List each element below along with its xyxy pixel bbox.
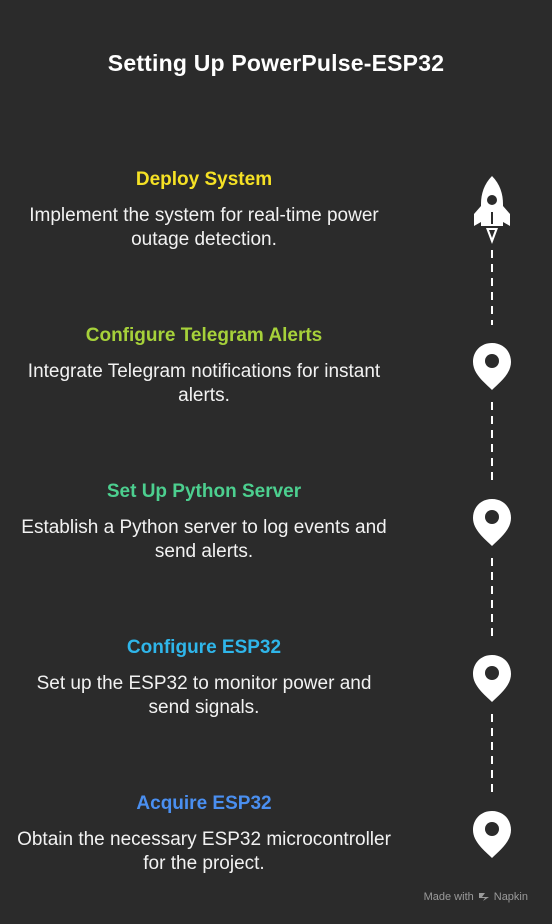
step-title: Deploy System — [135, 169, 273, 190]
diagram-title: Setting Up PowerPulse-ESP32 — [107, 50, 445, 76]
step-configure-telegram-alerts: Configure Telegram Alerts Integrate Tele… — [14, 324, 394, 408]
napkin-logo-icon — [478, 893, 489, 901]
map-pin-icon — [473, 811, 511, 858]
step-title: Configure ESP32 — [126, 637, 282, 658]
map-pin-icon — [473, 655, 511, 702]
step-deploy-system: Deploy System Implement the system for r… — [14, 168, 394, 252]
map-pin-icon — [473, 343, 511, 390]
step-description: Set up the ESP32 to monitor power and se… — [36, 673, 372, 718]
step-description: Implement the system for real-time power… — [29, 205, 379, 250]
brand-label: Napkin — [493, 891, 528, 903]
step-acquire-esp32: Acquire ESP32 Obtain the necessary ESP32… — [14, 792, 394, 876]
step-set-up-python-server: Set Up Python Server Establish a Python … — [14, 480, 394, 564]
napkin-credit: Made with Napkin — [424, 891, 528, 903]
step-title: Set Up Python Server — [106, 481, 302, 502]
made-with-label: Made with — [423, 891, 474, 903]
step-configure-esp32: Configure ESP32 Set up the ESP32 to moni… — [14, 636, 394, 720]
step-title: Acquire ESP32 — [136, 793, 272, 814]
step-description: Establish a Python server to log events … — [21, 517, 387, 562]
map-pin-icon — [473, 499, 511, 546]
rocket-icon — [474, 176, 510, 244]
step-description: Integrate Telegram notifications for ins… — [27, 361, 381, 406]
step-title: Configure Telegram Alerts — [85, 325, 323, 346]
step-description: Obtain the necessary ESP32 microcontroll… — [17, 829, 391, 874]
